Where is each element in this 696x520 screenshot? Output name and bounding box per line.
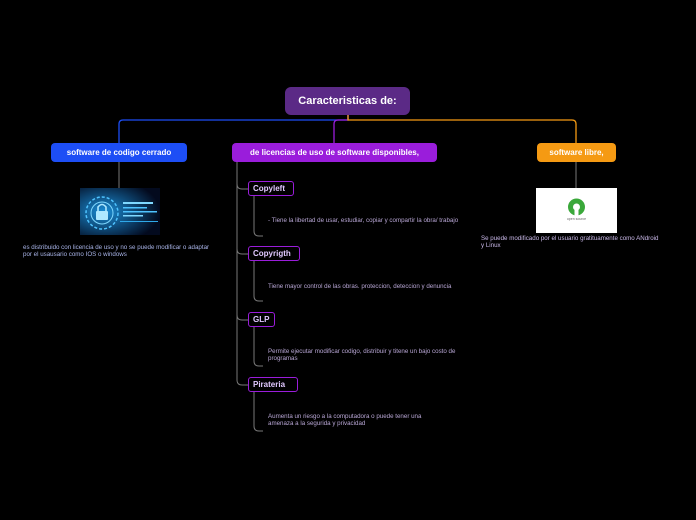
open-source-logo: open source — [536, 188, 617, 233]
padlock-image — [80, 188, 160, 235]
branch-closed-source[interactable]: software de codigo cerrado — [51, 143, 187, 162]
branch-licenses[interactable]: de licencias de uso de software disponib… — [232, 143, 437, 162]
root-topic[interactable]: Caracteristicas de: — [285, 87, 410, 115]
subtopic-glp[interactable]: GLP — [248, 312, 275, 327]
pirateria-note: Aumenta un riesgo a la computadora o pue… — [268, 413, 422, 427]
branch-free-software[interactable]: software libre, — [537, 143, 616, 162]
copyleft-note: - Tiene la libertad de usar, estudiar, c… — [268, 217, 459, 224]
closed-source-note: es distribuido con licencia de uso y no … — [23, 244, 210, 258]
open-source-caption: open source — [566, 217, 587, 221]
free-software-note: Se puede modificado por el usuario grati… — [481, 235, 659, 249]
subtopic-copyleft[interactable]: Copyleft — [248, 181, 294, 196]
glp-note: Permite ejecutar modificar codigo, distr… — [268, 348, 456, 362]
subtopic-pirateria[interactable]: Pirateria — [248, 377, 298, 392]
copyright-note: Tiene mayor control de las obras. protec… — [268, 283, 452, 290]
subtopic-copyright[interactable]: Copyrigth — [248, 246, 300, 261]
